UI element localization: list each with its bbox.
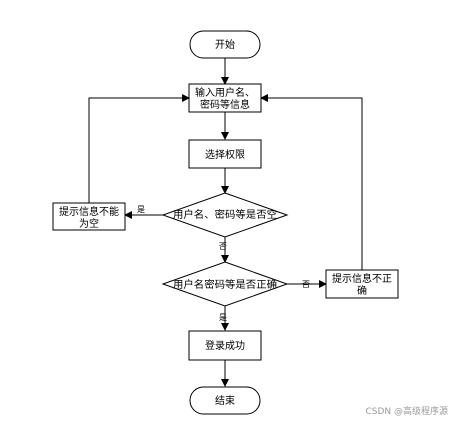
start-label: 开始: [215, 38, 235, 51]
end-label: 结束: [215, 394, 235, 407]
success-label: 登录成功: [205, 339, 245, 352]
prompt-empty-process: [52, 202, 126, 231]
input-label-line2: 密码等信息: [200, 98, 250, 111]
start-terminal: [189, 30, 261, 59]
input-label-line1: 输入用户名、: [195, 86, 255, 99]
select-process: [188, 139, 262, 169]
input-process: [188, 83, 262, 113]
check-empty-label: 用户名、密码等是否空: [173, 208, 277, 221]
edge-prompt-wrong-loop: [260, 94, 363, 270]
end-terminal: [189, 386, 261, 415]
edge-label-yes-correct: 是: [219, 313, 227, 322]
edge-prompt-empty-loop: [88, 94, 190, 203]
select-label: 选择权限: [205, 148, 245, 161]
success-process: [188, 330, 262, 361]
prompt-wrong-process: [325, 269, 399, 299]
edge-label-no-empty: 否: [219, 242, 227, 251]
watermark: CSDN @高级程序源: [365, 407, 448, 417]
check-correct-decision: [161, 261, 289, 307]
prompt-empty-label-line2: 为空: [79, 217, 99, 230]
prompt-empty-label-line1: 提示信息不能: [59, 205, 119, 218]
prompt-wrong-label-line2: 确: [357, 284, 367, 297]
prompt-wrong-label-line1: 提示信息不正: [332, 272, 392, 285]
check-empty-decision: [161, 192, 289, 238]
check-correct-label: 用户名密码等是否正确: [173, 278, 277, 291]
edge-label-no-correct: 否: [302, 280, 310, 289]
edge-label-yes-empty: 是: [137, 205, 145, 214]
